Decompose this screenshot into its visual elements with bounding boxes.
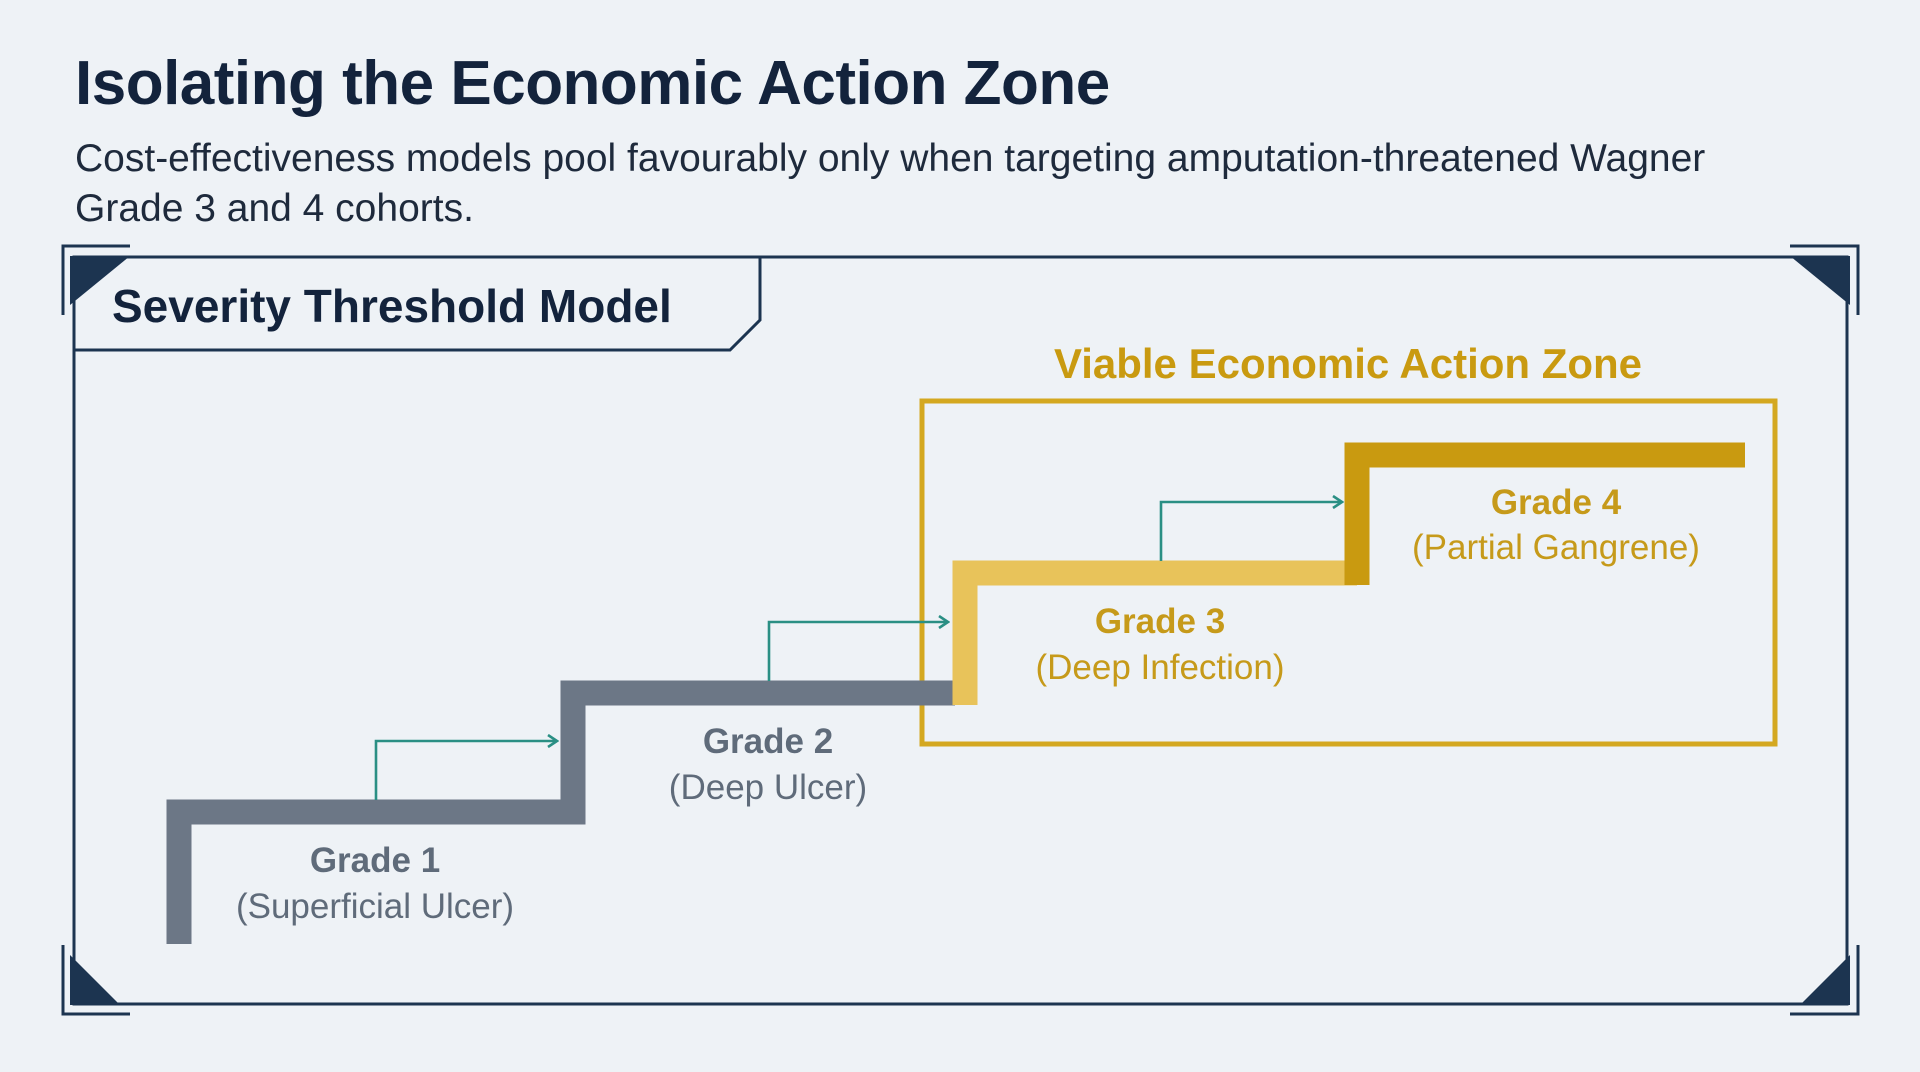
grade-name: Grade 3	[1095, 602, 1225, 641]
grade-name: Grade 1	[310, 841, 440, 880]
panel-title: Severity Threshold Model	[112, 280, 672, 332]
grade-label-1: Grade 1 (Superficial Ulcer)	[236, 841, 514, 926]
corner-bracket-top-right	[1790, 244, 1860, 315]
grade-label-3: Grade 3 (Deep Infection)	[1035, 602, 1284, 687]
step-grade-3	[952, 560, 1357, 705]
panel-title-tab	[74, 257, 762, 352]
grade-desc: (Deep Infection)	[1035, 648, 1284, 687]
grade-desc: (Partial Gangrene)	[1412, 528, 1700, 567]
corner-bracket-bottom-left	[61, 945, 130, 1016]
grade-label-4: Grade 4 (Partial Gangrene)	[1412, 483, 1700, 567]
step-grade-1-2	[166, 680, 955, 944]
grade-desc: (Superficial Ulcer)	[236, 887, 514, 926]
grade-label-2: Grade 2 (Deep Ulcer)	[669, 722, 867, 807]
grade-name: Grade 2	[703, 722, 833, 761]
zone-label: Viable Economic Action Zone	[1054, 340, 1642, 387]
progression-arrow-3	[1159, 502, 1342, 561]
panel-frame	[72, 255, 1849, 1006]
page-title: Isolating the Economic Action Zone	[75, 49, 1110, 118]
grade-desc: (Deep Ulcer)	[669, 768, 867, 807]
progression-arrow-2	[767, 622, 948, 681]
grade-name: Grade 4	[1491, 483, 1622, 522]
corner-bracket-bottom-right	[1790, 945, 1860, 1016]
progression-arrow-1	[374, 741, 557, 800]
economic-action-zone-box	[919, 398, 1778, 747]
step-grade-4	[1344, 442, 1745, 585]
corner-bracket-top-left	[61, 244, 130, 315]
page-subtitle: Cost-effectiveness models pool favourabl…	[75, 137, 1706, 230]
